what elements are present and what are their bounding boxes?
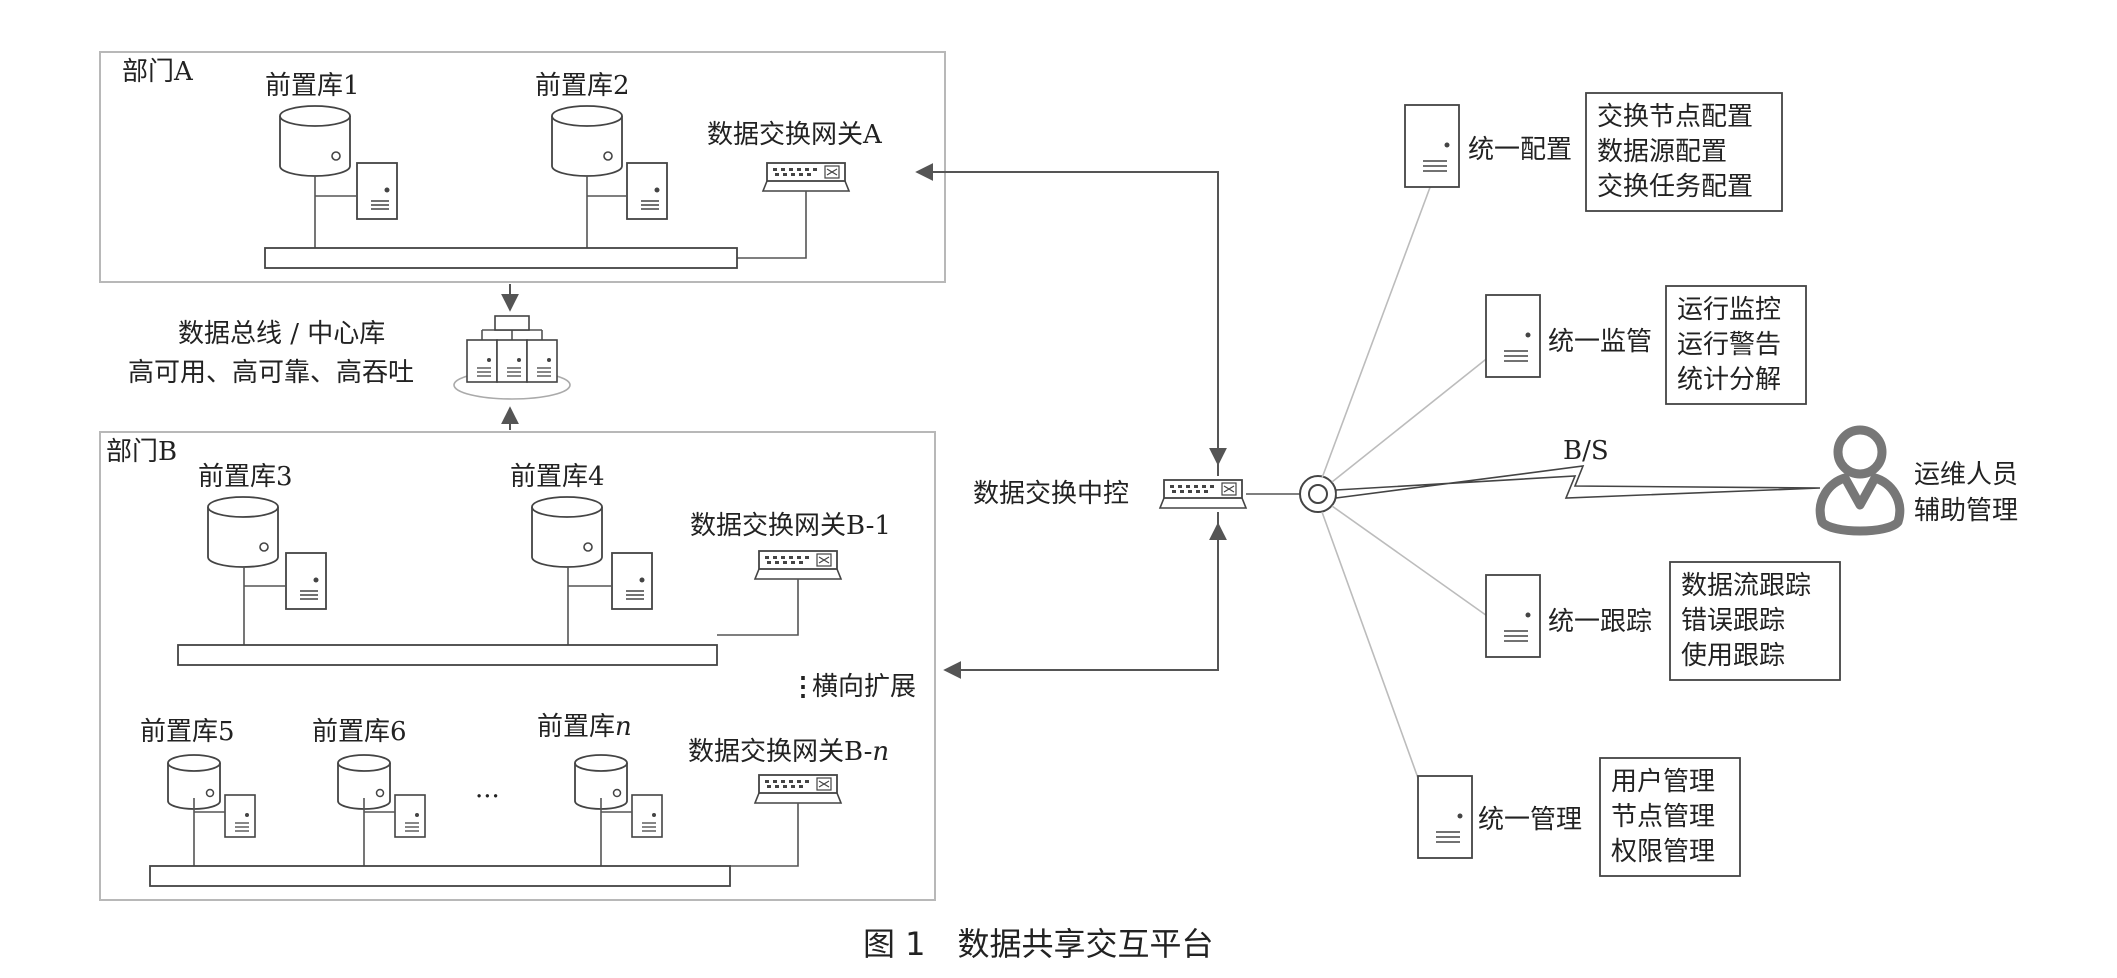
link-trace	[1331, 505, 1491, 619]
db2-server-icon	[626, 162, 668, 220]
gateway-bn-link	[730, 803, 799, 867]
gateway-a-switch-icon	[762, 162, 850, 192]
bs-label: B/S	[1563, 436, 1609, 466]
monitor-item-3: 统计分解	[1677, 365, 1781, 395]
config-item-3: 交换任务配置	[1597, 172, 1753, 202]
dept-b-label: 部门B	[106, 437, 177, 467]
arrow-hub-to-expand	[943, 512, 1219, 679]
manage-item-3: 权限管理	[1611, 837, 1715, 867]
dept-a-label: 部门A	[122, 57, 194, 87]
center-line2: 高可用、高可靠、高吞吐	[128, 358, 414, 388]
db3-database-icon	[207, 496, 279, 568]
manage-item-1: 用户管理	[1611, 767, 1715, 797]
operator-line1: 运维人员	[1914, 460, 2018, 490]
config-label: 统一配置	[1468, 135, 1572, 165]
dbn-label: 前置库n	[537, 712, 632, 742]
dbn-server-icon	[631, 794, 663, 838]
manage-label: 统一管理	[1478, 805, 1582, 835]
db6-label: 前置库6	[312, 717, 407, 747]
db2-link	[586, 176, 627, 248]
trace-item-1: 数据流跟踪	[1681, 571, 1811, 601]
center-cluster-icon	[453, 315, 571, 400]
db6-server-icon	[394, 794, 426, 838]
hub-label: 数据交换中控	[973, 479, 1129, 509]
monitor-item-1: 运行监控	[1677, 295, 1781, 325]
gateway-bn-label: 数据交换网关B-n	[688, 737, 889, 767]
db5-server-icon	[224, 794, 256, 838]
figure-caption: 图 1 数据共享交互平台	[863, 925, 1214, 963]
monitor-server-icon	[1485, 294, 1541, 378]
db1-server-icon	[356, 162, 398, 220]
db4-server-icon	[611, 552, 653, 610]
monitor-label: 统一监管	[1548, 327, 1652, 357]
db4-link	[567, 566, 612, 645]
trace-item-3: 使用跟踪	[1681, 641, 1785, 671]
link-monitor	[1331, 355, 1491, 483]
monitor-list-box	[1665, 285, 1807, 405]
arrow-hub-to-gateway-a	[915, 163, 1219, 476]
gateway-b1-switch-icon	[754, 550, 842, 580]
config-list-box	[1585, 92, 1783, 212]
gateway-a-link	[737, 191, 807, 259]
expand-label: 横向扩展	[812, 672, 916, 702]
center-line1: 数据总线 / 中心库	[178, 319, 385, 349]
link-manage	[1321, 511, 1419, 779]
gateway-b1-link	[717, 579, 799, 636]
db3-label: 前置库3	[198, 462, 293, 492]
trace-server-icon	[1485, 574, 1541, 658]
config-item-2: 数据源配置	[1597, 137, 1727, 167]
dept-b-bus-2	[149, 865, 731, 887]
dept-b-box	[99, 431, 936, 901]
db4-database-icon	[531, 496, 603, 568]
db3-link	[243, 566, 286, 645]
dept-a-box	[99, 51, 946, 283]
operator-line2: 辅助管理	[1914, 496, 2018, 526]
link-config	[1321, 181, 1433, 479]
gateway-a-label: 数据交换网关A	[707, 120, 883, 150]
trace-item-2: 错误跟踪	[1681, 606, 1785, 636]
db4-label: 前置库4	[510, 462, 605, 492]
ellipsis: ···	[475, 782, 500, 812]
dept-a-bus	[264, 247, 738, 269]
manage-item-2: 节点管理	[1611, 802, 1715, 832]
gateway-b1-label: 数据交换网关B-1	[690, 511, 891, 541]
bs-link	[1335, 465, 1821, 499]
db1-label: 前置库1	[265, 71, 360, 101]
config-server-icon	[1404, 104, 1460, 188]
trace-list-box	[1669, 561, 1841, 681]
db3-server-icon	[285, 552, 327, 610]
dept-b-bus-1	[177, 644, 718, 666]
gateway-bn-switch-icon	[754, 774, 842, 804]
expand-dots: ⋮	[790, 672, 816, 702]
operator-person-icon	[1815, 425, 1905, 536]
monitor-item-2: 运行警告	[1677, 330, 1781, 360]
trace-label: 统一跟踪	[1548, 607, 1652, 637]
db6-link	[363, 798, 395, 866]
db1-link	[314, 176, 357, 248]
db2-label: 前置库2	[535, 71, 630, 101]
db5-link	[193, 798, 225, 866]
dbn-link	[600, 798, 632, 866]
config-item-1: 交换节点配置	[1597, 102, 1753, 132]
manage-list-box	[1599, 757, 1741, 877]
db5-label: 前置库5	[140, 717, 235, 747]
db1-database-icon	[279, 105, 351, 177]
manage-server-icon	[1417, 775, 1473, 859]
connector-ring-inner	[1308, 484, 1328, 504]
hub-switch-icon	[1159, 479, 1247, 509]
db2-database-icon	[551, 105, 623, 177]
